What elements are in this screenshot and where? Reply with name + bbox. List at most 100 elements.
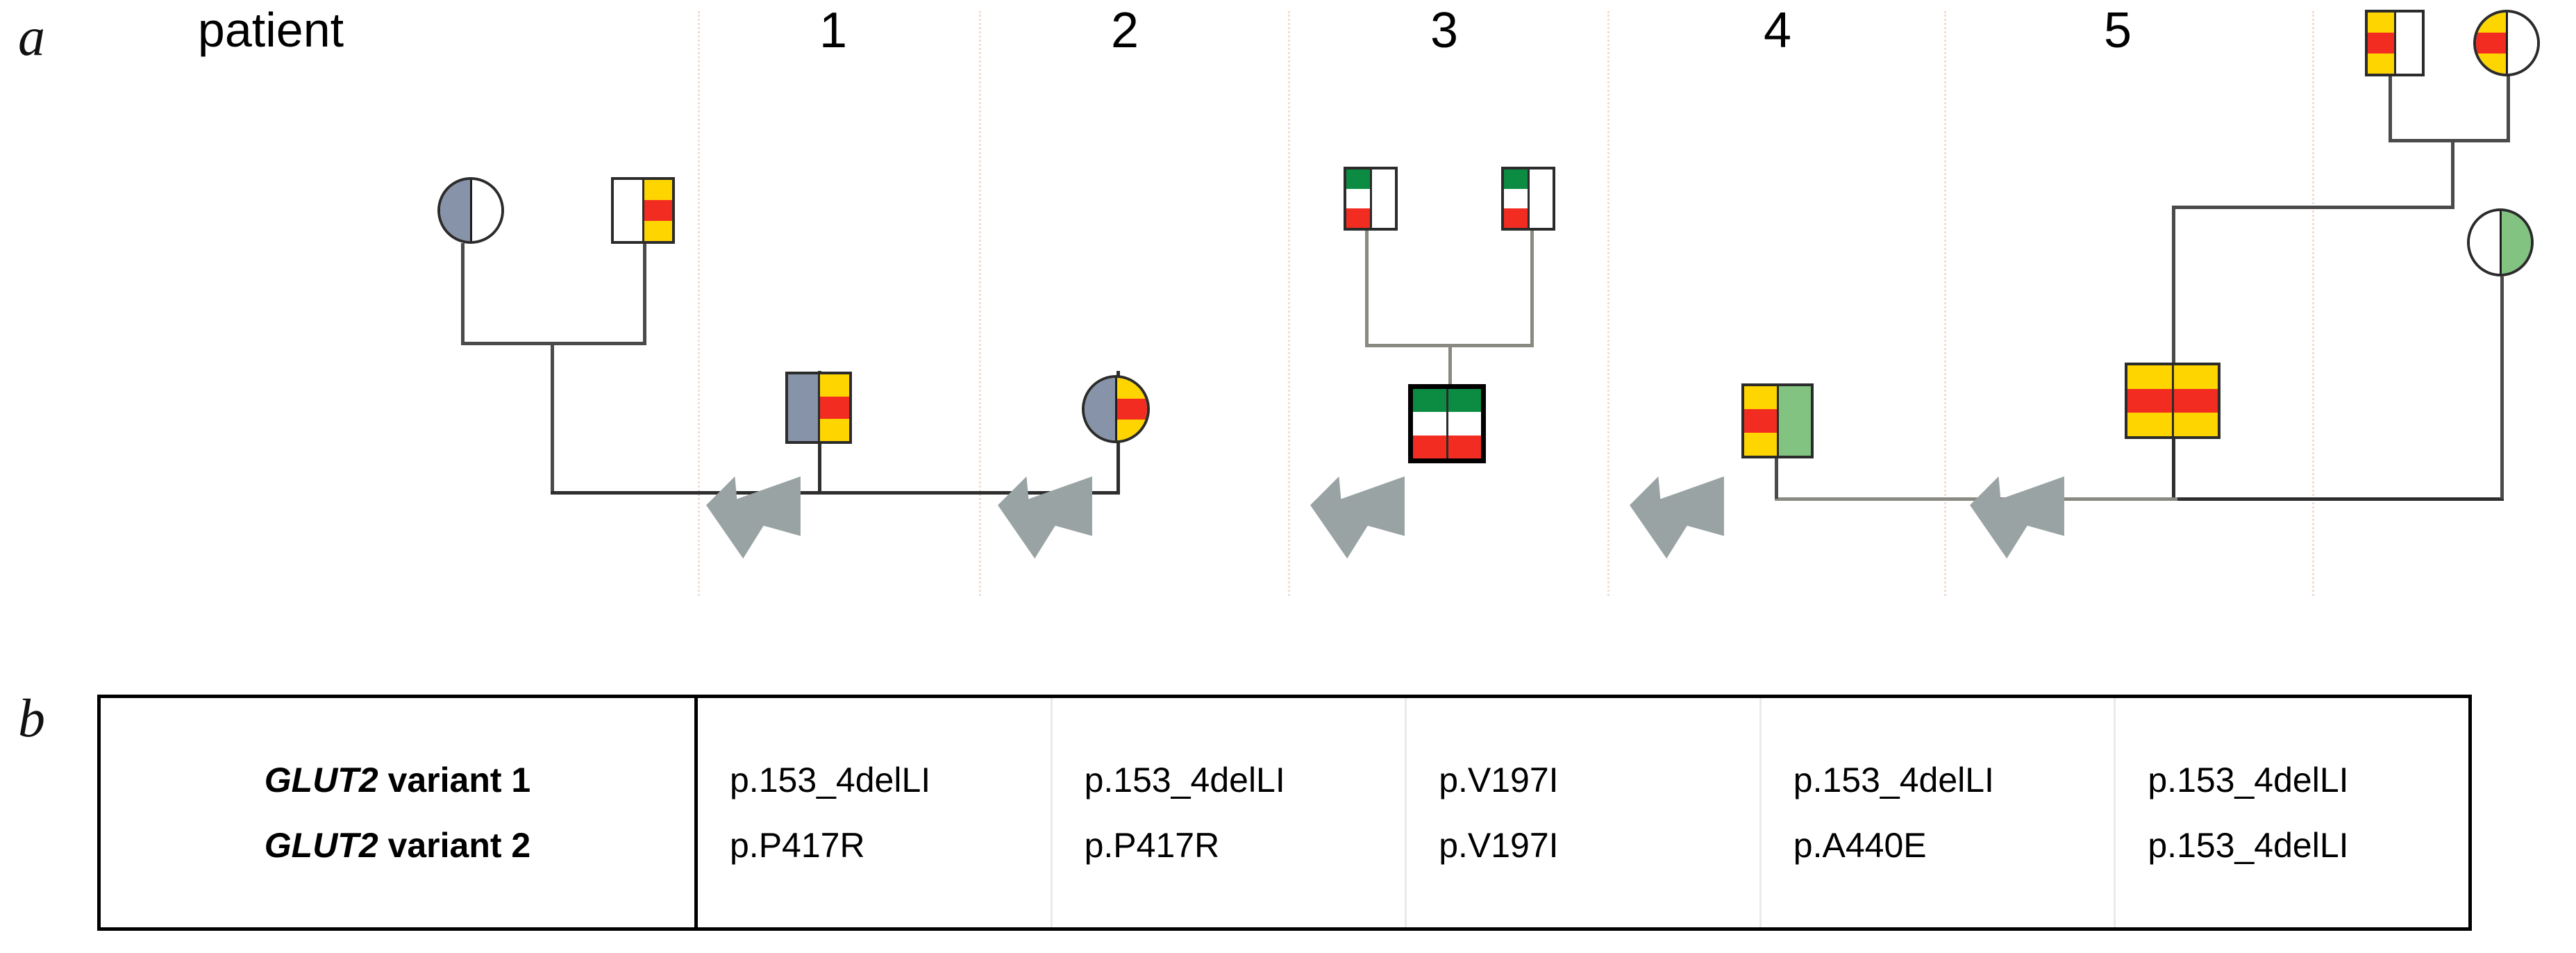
table-cell: p.153_4delLI xyxy=(1084,761,1285,799)
symbol-half-left xyxy=(2476,13,2506,74)
pedigree-symbol-patient-2 xyxy=(1082,375,1150,443)
pedigree-symbol-f5-mother xyxy=(2467,208,2534,276)
connector-f5-sibship-bar xyxy=(2172,206,2454,209)
table-cell: p.P417R xyxy=(730,826,865,865)
column-header-1: 1 xyxy=(819,3,848,58)
proband-arrow-2 xyxy=(993,472,1097,563)
pedigree-symbol-patient-5 xyxy=(2125,363,2220,439)
table-cell: p.153_4delLI xyxy=(730,761,931,799)
symbol-half-left xyxy=(2127,365,2172,436)
pedigree-symbol-patient-1 xyxy=(785,372,852,444)
table-column-patient-4: p.153_4delLI p.A440E xyxy=(1762,698,2116,927)
connector-f5-mating xyxy=(2389,139,2510,142)
symbol-half-right xyxy=(1114,378,1147,440)
proband-arrow-3 xyxy=(1305,472,1410,563)
symbol-half-left xyxy=(1085,378,1115,440)
connector-patient-5-drop xyxy=(2172,206,2175,363)
connector-f5-gm-drop xyxy=(2507,75,2510,141)
row-label-variant-1: GLUT2 variant 1 xyxy=(265,747,530,813)
symbol-half-right xyxy=(2393,13,2422,74)
symbol-half-left xyxy=(1504,169,1528,228)
arrow-icon xyxy=(998,476,1092,559)
row-label-suffix: variant 1 xyxy=(378,761,531,799)
symbol-half-right xyxy=(817,374,849,441)
column-guide-2 xyxy=(979,11,981,596)
connector-f1-sibship-drop xyxy=(551,342,554,493)
arrow-icon xyxy=(1970,476,2064,559)
column-header-2: 2 xyxy=(1110,3,1139,58)
symbol-half-right xyxy=(1369,169,1395,228)
column-guide-4 xyxy=(1607,11,1609,596)
connector-f5-gf-drop xyxy=(2389,75,2392,141)
symbol-half-left xyxy=(2470,211,2500,274)
proband-arrow-4 xyxy=(1625,472,1729,563)
table-cell: p.V197I xyxy=(1439,761,1559,799)
symbol-half-left xyxy=(440,180,470,241)
symbol-half-left xyxy=(1744,386,1777,456)
table-cell: p.V197I xyxy=(1439,826,1559,865)
symbol-half-right xyxy=(1776,386,1811,456)
panel-label-a: a xyxy=(18,6,45,67)
connector-f1-sibship-bar xyxy=(551,491,1120,495)
proband-arrow-1 xyxy=(701,472,805,563)
table-column-patient-2: p.153_4delLI p.P417R xyxy=(1053,698,1407,927)
connector-f5-sibship-drop xyxy=(2451,139,2454,208)
connector-patient-3-drop xyxy=(1448,344,1452,413)
pedigree-symbol-f3-father xyxy=(1344,167,1398,231)
column-header-patient: patient xyxy=(197,3,344,57)
pedigree-symbol-patient-4 xyxy=(1741,383,1814,458)
table-cell: p.P417R xyxy=(1084,826,1220,865)
gene-name: GLUT2 xyxy=(264,826,378,865)
connector-f1-mother-drop xyxy=(461,243,465,342)
symbol-half-right xyxy=(1446,389,1481,458)
connector-patient-5-down xyxy=(2172,438,2175,500)
symbol-half-left xyxy=(614,180,642,241)
symbol-half-right xyxy=(2499,211,2531,274)
symbol-half-left xyxy=(1413,389,1446,458)
column-header-5: 5 xyxy=(2103,3,2132,58)
table-column-patient-3: p.V197I p.V197I xyxy=(1407,698,1762,927)
table-cell: p.A440E xyxy=(1793,826,1927,865)
column-guide-6 xyxy=(2312,11,2314,596)
symbol-half-right xyxy=(2505,13,2537,74)
panel-label-b: b xyxy=(18,688,45,748)
pedigree-symbol-f5-grandfather xyxy=(2365,10,2425,76)
symbol-half-right xyxy=(642,180,672,241)
column-guide-3 xyxy=(1288,11,1290,596)
row-label-variant-2: GLUT2 variant 2 xyxy=(265,813,530,878)
connector-f3-father-drop xyxy=(1365,229,1369,344)
symbol-half-left xyxy=(1346,169,1370,228)
column-header-3: 3 xyxy=(1430,3,1459,58)
panel-a-pedigrees: a patient 1 2 3 4 5 xyxy=(18,3,2540,596)
arrow-icon xyxy=(706,476,801,559)
column-guide-5 xyxy=(1944,11,1946,596)
pedigree-symbol-f3-mother xyxy=(1501,167,1555,231)
table-cell: p.153_4delLI xyxy=(2148,826,2349,865)
pedigree-symbol-f5-grandmother xyxy=(2473,10,2540,76)
table-cell: p.153_4delLI xyxy=(1793,761,1994,799)
arrow-icon xyxy=(1630,476,1724,559)
connector-f5-mother-drop xyxy=(2500,276,2504,499)
connector-f3-mother-drop xyxy=(1530,229,1534,344)
variant-table: GLUT2 variant 1 GLUT2 variant 2 p.153_4d… xyxy=(97,695,2472,931)
arrow-icon xyxy=(1310,476,1405,559)
symbol-half-right xyxy=(1527,169,1553,228)
connector-p5-mating xyxy=(2172,497,2504,501)
pedigree-symbol-patient-3 xyxy=(1408,384,1486,463)
pedigree-symbol-f1-father xyxy=(611,177,675,244)
symbol-half-right xyxy=(2171,365,2218,436)
column-header-4: 4 xyxy=(1763,3,1792,58)
pedigree-symbol-f1-mother xyxy=(437,177,504,244)
column-guide-1 xyxy=(698,11,700,596)
symbol-half-left xyxy=(2368,13,2394,74)
proband-arrow-5 xyxy=(1965,472,2069,563)
symbol-half-left xyxy=(788,374,818,441)
table-column-patient-5: p.153_4delLI p.153_4delLI xyxy=(2116,698,2468,927)
symbol-half-right xyxy=(469,180,501,241)
row-label-suffix: variant 2 xyxy=(378,826,531,865)
gene-name: GLUT2 xyxy=(264,761,378,799)
connector-f1-father-drop xyxy=(643,243,646,342)
table-cell: p.153_4delLI xyxy=(2148,761,2349,799)
table-label-column: GLUT2 variant 1 GLUT2 variant 2 xyxy=(101,698,698,927)
